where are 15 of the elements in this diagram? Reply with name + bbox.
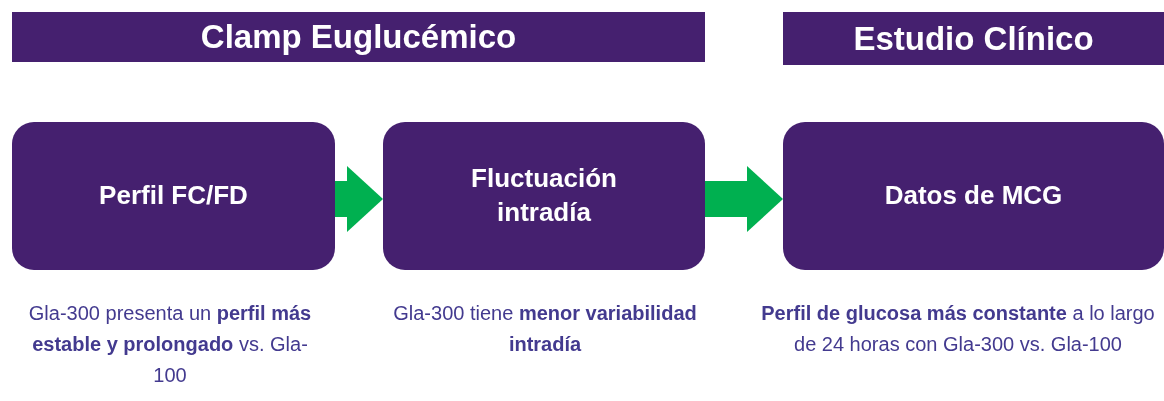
process-box [383,122,705,270]
description-text: Gla-300 tiene menor variabilidad intradía [392,301,698,357]
block-arrow [335,166,383,232]
box-label: Datos de MCG [884,179,1063,213]
description-text: Perfil de glucosa más constante a lo largo de 24 horas con Gla-300 vs. Gla-100 [760,301,1156,357]
section-header [12,12,705,62]
box-label: Fluctuación intradía [470,162,618,229]
process-box [783,122,1164,270]
header-text: Clamp Euglucémico [200,18,517,56]
box-label: Perfil FC/FD [99,179,248,213]
process-box [12,122,335,270]
section-header [783,12,1164,65]
description-text: Gla-300 presenta un perfil más estable y prolongado vs. Gla-100 [27,301,313,388]
header-text: Estudio Clínico [853,19,1094,58]
block-arrow [705,166,783,232]
